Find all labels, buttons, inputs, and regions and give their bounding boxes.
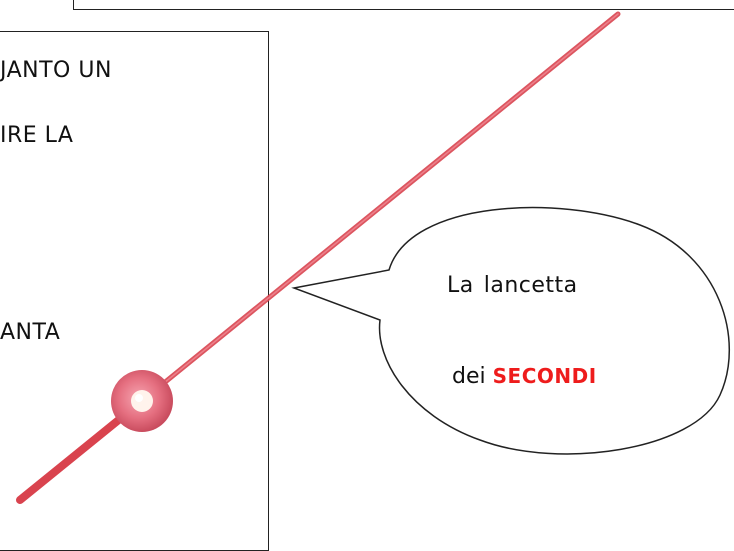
bubble-line-1: La lancetta	[447, 273, 578, 298]
bubble-line-2: dei SECONDI	[452, 364, 597, 389]
top-text-box	[73, 0, 734, 10]
second-hand-hub-center	[131, 390, 153, 412]
speech-bubble	[291, 206, 731, 455]
bubble-word-lancetta: lancetta	[483, 273, 578, 298]
bubble-word-la: La	[447, 273, 474, 298]
left-text-line-3: ANTA	[0, 320, 61, 345]
left-text-box	[0, 31, 269, 551]
bubble-highlight-secondi: SECONDI	[492, 364, 597, 388]
bubble-word-dei: dei	[452, 364, 486, 389]
left-text-line-2: IRE LA	[0, 123, 74, 148]
left-text-line-1: JANTO UN	[0, 58, 112, 83]
second-hand-illustration	[16, 11, 731, 504]
